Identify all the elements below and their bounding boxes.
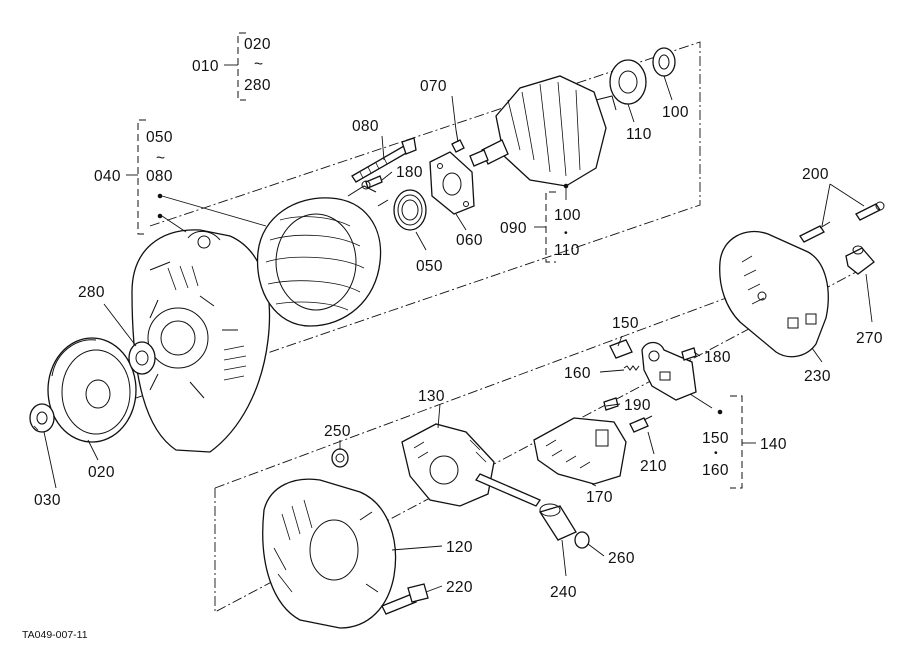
bolt-200-b	[855, 201, 885, 221]
callout-080-range-end: 080	[146, 168, 173, 185]
small-screw-180	[361, 175, 383, 190]
bearing-retainer-plate	[429, 151, 475, 215]
callout-130: 130	[418, 388, 445, 405]
callout-150: 150	[612, 315, 639, 332]
callout-230: 230	[804, 368, 831, 385]
pulley-nut	[29, 403, 55, 433]
rear-bracket	[262, 478, 397, 629]
figure-code: TA049-007-11	[22, 629, 88, 641]
ball-bearing-rear	[393, 189, 427, 231]
bolt-200-a	[799, 221, 831, 243]
set-separator-090: •	[564, 227, 568, 239]
rectifier-130	[401, 423, 541, 507]
callout-060: 060	[456, 232, 483, 249]
bolt-220	[381, 583, 429, 615]
bearing-cover	[652, 47, 676, 77]
callout-280: 280	[78, 284, 105, 301]
range-tilde-010: ~	[254, 56, 263, 73]
callout-260: 260	[608, 550, 635, 567]
callout-020-range-start: 020	[244, 36, 271, 53]
callout-030: 030	[34, 492, 61, 509]
group-bracket-010	[224, 32, 246, 101]
nut-250	[331, 448, 349, 468]
callout-labels: 010 020 ~ 280 050 ~ 080 040 080 070 180 …	[22, 36, 883, 641]
group-bracket-090	[534, 191, 556, 263]
group-bracket-040	[126, 119, 146, 235]
callout-140: 140	[760, 436, 787, 453]
brush-150	[609, 339, 633, 359]
callout-040: 040	[94, 168, 121, 185]
pulley	[47, 337, 137, 443]
callout-170: 170	[586, 489, 613, 506]
callout-070: 070	[420, 78, 447, 95]
callout-120: 120	[446, 539, 473, 556]
callout-190: 190	[624, 397, 651, 414]
group-bracket-140	[730, 395, 756, 489]
callout-010: 010	[192, 58, 219, 75]
rotor	[469, 75, 617, 187]
leader-lines	[43, 75, 873, 593]
terminal-cap-270	[845, 245, 875, 275]
callout-280-range-end: 280	[244, 77, 271, 94]
callout-110-set: 110	[554, 242, 580, 259]
screw-070	[451, 129, 465, 153]
assembly-guide-lines	[129, 41, 861, 613]
spring-160	[623, 365, 640, 371]
callout-180-top: 180	[396, 164, 423, 181]
callout-020: 020	[88, 464, 115, 481]
callout-100: 100	[662, 104, 689, 121]
through-bolt	[351, 137, 417, 183]
front-bearing	[609, 59, 647, 105]
front-bracket	[131, 229, 271, 453]
regulator-170	[533, 417, 627, 485]
callout-160-set: 160	[702, 462, 729, 479]
screw-180-b	[681, 347, 697, 361]
callout-110: 110	[626, 126, 652, 143]
range-tilde-040: ~	[156, 150, 165, 167]
callout-050-range-start: 050	[146, 129, 173, 146]
stator	[256, 185, 389, 327]
reference-dots	[157, 183, 723, 415]
callout-160: 160	[564, 365, 591, 382]
insulator-240	[538, 503, 577, 541]
callout-080: 080	[352, 118, 379, 135]
rear-cover	[719, 230, 829, 358]
callout-050: 050	[416, 258, 443, 275]
callout-090: 090	[500, 220, 527, 237]
callout-240: 240	[550, 584, 577, 601]
screw-210	[629, 415, 653, 433]
callout-180: 180	[704, 349, 731, 366]
callout-200: 200	[802, 166, 829, 183]
callout-150-set: 150	[702, 430, 729, 447]
callout-100-set: 100	[554, 207, 581, 224]
callout-270: 270	[856, 330, 883, 347]
screw-190	[603, 397, 619, 411]
brush-holder	[641, 341, 697, 401]
nut-260	[574, 531, 590, 549]
set-separator-140: •	[714, 447, 718, 459]
spacer-collar	[128, 341, 156, 375]
callout-250: 250	[324, 423, 351, 440]
callout-220: 220	[446, 579, 473, 596]
callout-210: 210	[640, 458, 667, 475]
